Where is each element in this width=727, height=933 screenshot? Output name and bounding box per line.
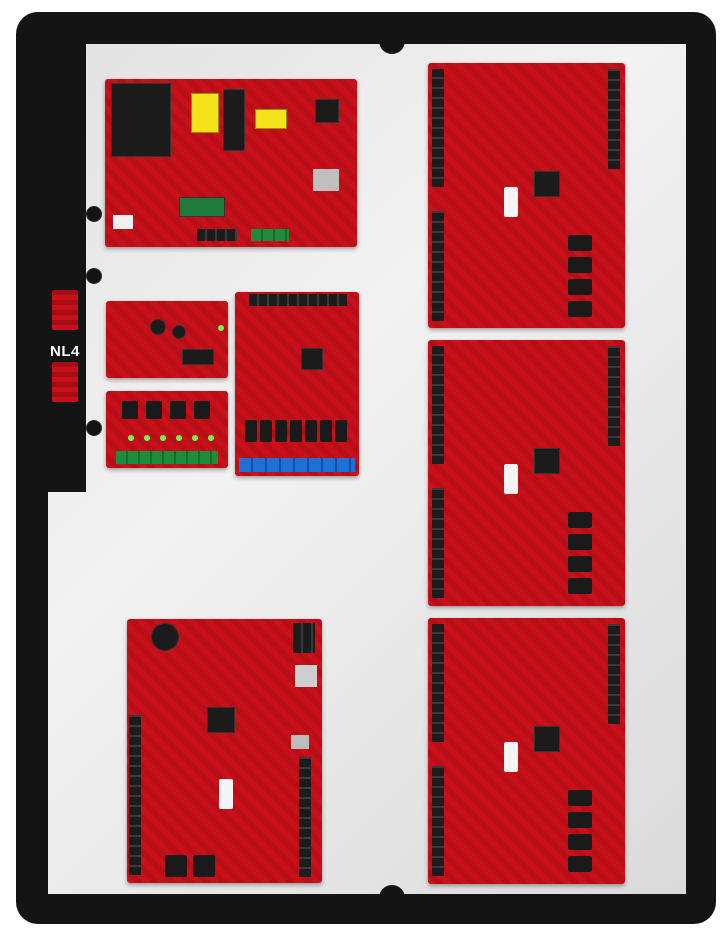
inductor-yellow [191, 93, 219, 133]
battery-holder [151, 623, 179, 651]
logo-label [504, 464, 518, 494]
reader-interface-board-2 [428, 340, 625, 606]
relay [568, 257, 592, 273]
nl4-module-bottom [52, 362, 78, 402]
green-module [179, 197, 225, 217]
relay [165, 855, 187, 877]
relay [193, 855, 215, 877]
relay [568, 812, 592, 828]
relay-output-board [235, 292, 359, 476]
processor [534, 171, 560, 197]
fuse-holder [194, 401, 210, 419]
relay [245, 420, 257, 442]
terminal-block [129, 715, 141, 875]
relay [568, 235, 592, 251]
terminal-block [249, 294, 347, 306]
connector-white [113, 215, 133, 229]
nl4-module-top [52, 290, 78, 330]
status-led [144, 435, 150, 441]
relay [260, 420, 272, 442]
ethernet-port [313, 169, 339, 191]
status-led [128, 435, 134, 441]
status-led [218, 325, 224, 331]
relay [335, 420, 347, 442]
inductor [150, 319, 166, 335]
mounting-hole [86, 206, 102, 222]
top-notch [379, 40, 405, 54]
fused-output-board [106, 391, 228, 468]
relay [568, 534, 592, 550]
processor [534, 726, 560, 752]
terminal-block [432, 211, 444, 321]
mounting-bracket [16, 44, 86, 492]
inductor-yellow [255, 109, 287, 129]
terminal-block [197, 229, 237, 241]
reader-interface-board-1 [428, 63, 625, 328]
relay [568, 301, 592, 317]
terminal-block [608, 69, 620, 169]
logo-label [504, 742, 518, 772]
fuse-holder [122, 401, 138, 419]
fuse-holder [146, 401, 162, 419]
controller-board [127, 619, 322, 883]
processor [207, 707, 235, 733]
relay [290, 420, 302, 442]
ethernet-port [295, 665, 317, 687]
terminal-block [432, 69, 444, 187]
relay [568, 512, 592, 528]
terminal-block [608, 346, 620, 446]
relay [305, 420, 317, 442]
processor [301, 348, 323, 370]
relay [568, 790, 592, 806]
terminal-block [432, 624, 444, 742]
logo-label [219, 779, 233, 809]
relay [568, 279, 592, 295]
terminal-block [251, 229, 289, 241]
logo-label [504, 187, 518, 217]
relay [568, 578, 592, 594]
relay [275, 420, 287, 442]
terminal-block [432, 346, 444, 464]
terminal-block [432, 488, 444, 598]
terminal-block [432, 766, 444, 876]
reader-interface-board-3 [428, 618, 625, 884]
status-led [208, 435, 214, 441]
transformer [111, 83, 171, 157]
relay [568, 834, 592, 850]
relay [315, 99, 339, 123]
capacitor [172, 325, 186, 339]
connector-black [182, 349, 214, 365]
heatsink [223, 89, 245, 151]
mounting-hole [86, 268, 102, 284]
relay [568, 556, 592, 572]
status-led [160, 435, 166, 441]
terminal-block [608, 624, 620, 724]
lock-power-distribution-board [106, 301, 228, 378]
processor [534, 448, 560, 474]
relay [568, 856, 592, 872]
mounting-hole [86, 420, 102, 436]
terminal-block [116, 451, 218, 464]
terminal-block [293, 623, 315, 653]
power-supply-board [105, 79, 357, 247]
fuse-holder [170, 401, 186, 419]
bottom-notch [379, 885, 405, 899]
status-led [176, 435, 182, 441]
sd-card-slot [291, 735, 309, 749]
relay [320, 420, 332, 442]
nl4-label: NL4 [50, 343, 80, 360]
terminal-block [299, 757, 311, 877]
status-led [192, 435, 198, 441]
terminal-block [239, 458, 355, 472]
